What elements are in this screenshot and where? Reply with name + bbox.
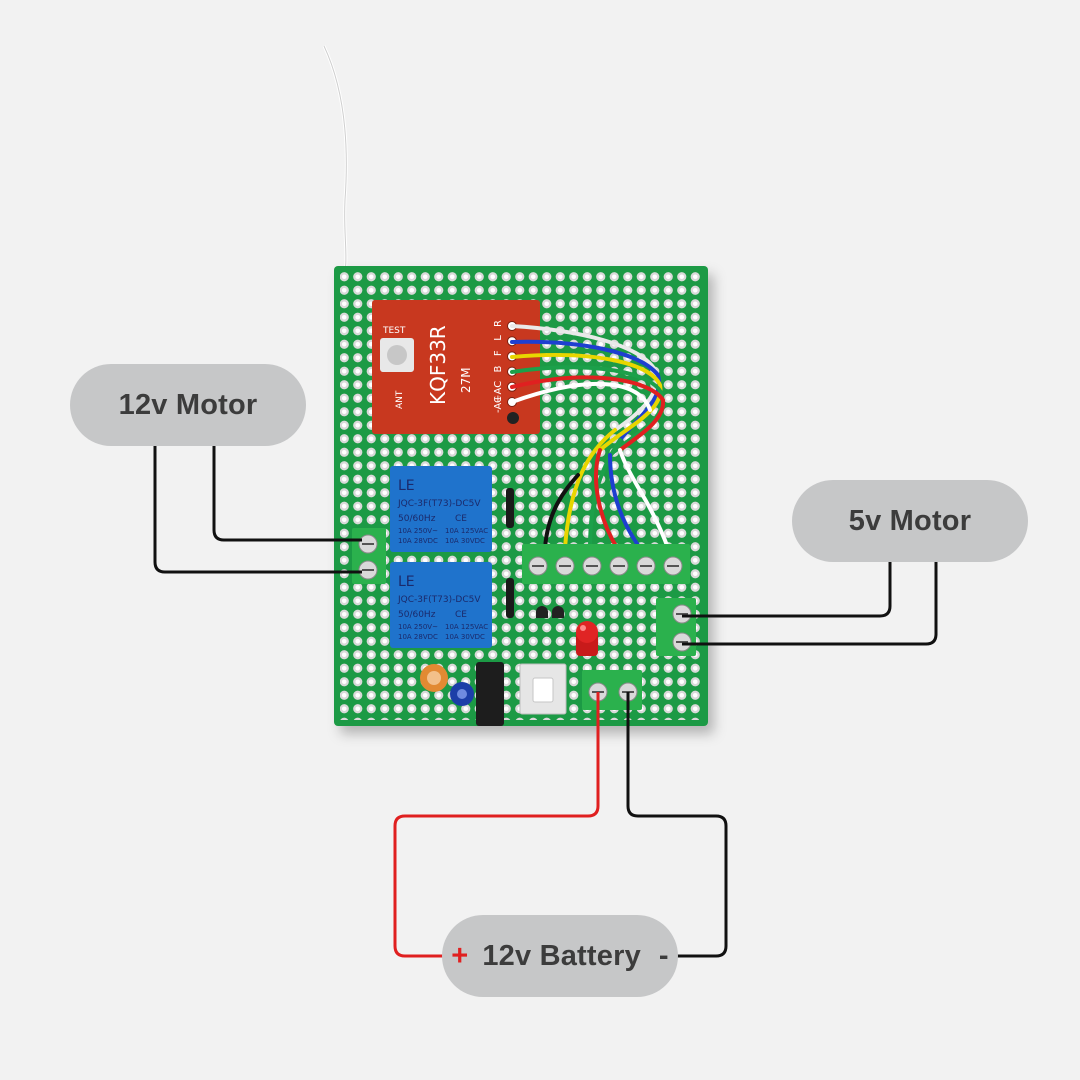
wire-battery-negative (626, 692, 728, 958)
test-button (387, 345, 407, 365)
svg-text:10A 125VAC: 10A 125VAC (445, 527, 488, 535)
terminal-battery (582, 670, 642, 710)
diode (506, 488, 514, 528)
terminal-5v-motor (656, 598, 696, 656)
svg-text:10A 28VDC: 10A 28VDC (398, 633, 438, 641)
terminal-receiver-outputs (522, 544, 690, 584)
svg-text:10A 30VDC: 10A 30VDC (445, 537, 485, 545)
label-12v-motor-text: 12v Motor (118, 388, 258, 421)
svg-text:JQC-3F(T73)-DC5V: JQC-3F(T73)-DC5V (397, 595, 481, 605)
terminal-12v-motor (352, 528, 386, 584)
relay-bottom: LE JQC-3F(T73)-DC5V 50/60Hz CE 10A 250V~… (390, 562, 492, 648)
rf-receiver-module: TEST ANT KQF33R 27M R L F B +AC-AC (372, 300, 540, 434)
label-5v-motor: 5v Motor (792, 480, 1028, 562)
capacitor-orange (420, 664, 448, 692)
diode (506, 578, 514, 618)
svg-text:10A 250V~: 10A 250V~ (398, 623, 438, 631)
power-switch (519, 663, 567, 715)
battery-minus-sign: - (658, 939, 669, 972)
svg-text:50/60Hz: 50/60Hz (398, 514, 436, 524)
svg-text:LE: LE (398, 574, 415, 590)
svg-text:10A 28VDC: 10A 28VDC (398, 537, 438, 545)
voltage-regulator (476, 662, 504, 726)
receiver-model: KQF33R (426, 325, 450, 405)
battery-plus-sign: + (451, 939, 469, 972)
receiver-pin-label: -AC (493, 396, 504, 413)
label-5v-motor-text: 5v Motor (848, 504, 972, 537)
receiver-freq: 27M (459, 367, 473, 393)
label-12v-battery-text: 12v Battery (482, 939, 641, 972)
receiver-pin-label: F (493, 350, 504, 356)
wires-12v-motor (153, 446, 362, 574)
svg-text:10A 125VAC: 10A 125VAC (445, 623, 488, 631)
relay-top: LE JQC-3F(T73)-DC5V 50/60Hz CE 10A 250V~… (390, 466, 492, 552)
svg-text:10A 250V~: 10A 250V~ (398, 527, 438, 535)
svg-text:CE: CE (455, 514, 467, 524)
receiver-pin-label: R (493, 320, 504, 327)
svg-text:JQC-3F(T73)-DC5V: JQC-3F(T73)-DC5V (397, 499, 481, 509)
transistors (536, 606, 564, 618)
svg-text:LE: LE (398, 478, 415, 494)
capacitor-blue (450, 682, 474, 706)
wire-battery-positive (393, 692, 600, 958)
ant-label: ANT (395, 390, 405, 409)
label-12v-battery: + 12v Battery - (442, 915, 678, 997)
receiver-pin-label: +AC (493, 381, 504, 403)
led-red (576, 621, 598, 656)
svg-text:CE: CE (455, 610, 467, 620)
signal-wires (510, 324, 670, 550)
receiver-pin-label: L (493, 335, 504, 341)
svg-text:10A 30VDC: 10A 30VDC (445, 633, 485, 641)
test-label: TEST (382, 326, 406, 336)
svg-text:50/60Hz: 50/60Hz (398, 610, 436, 620)
label-12v-motor: 12v Motor (70, 364, 306, 446)
wires-5v-motor (682, 562, 938, 646)
receiver-pin-label: B (493, 365, 504, 372)
